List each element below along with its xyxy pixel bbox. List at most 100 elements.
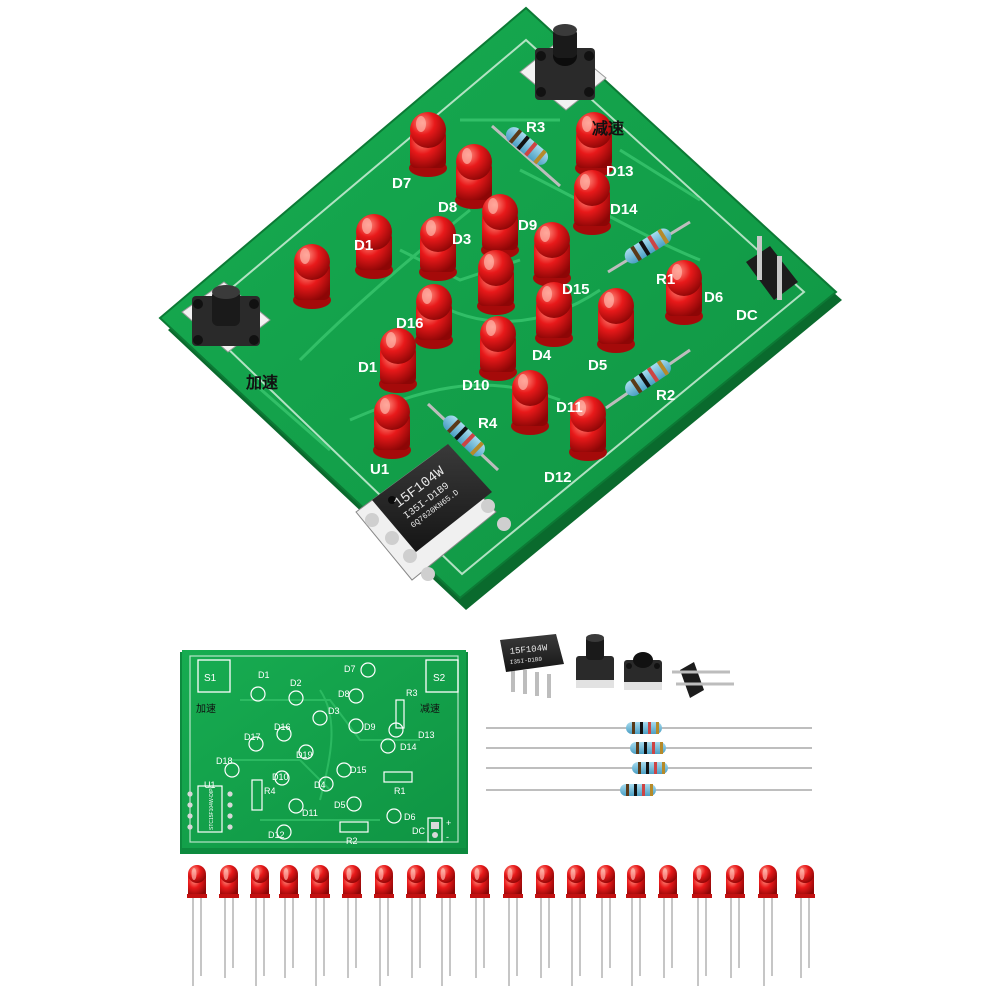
assembled-ic-chip: 15F104W I35I-D1B9 GQ7620KN65.D (355, 444, 511, 581)
speed-down-button (519, 24, 607, 111)
bare-label-d1: D1 (258, 670, 270, 680)
led (355, 214, 393, 279)
loose-led (758, 865, 778, 986)
label-d12: D12 (544, 469, 572, 486)
bare-pcb-surface (182, 650, 466, 848)
label-d1-top: D1 (354, 237, 373, 254)
bare-label-u1: U1 (204, 780, 216, 790)
label-d5: D5 (588, 357, 607, 374)
led (569, 396, 607, 461)
loose-led (250, 865, 270, 986)
speed-up-button (181, 281, 271, 353)
bare-label-d11: D11 (302, 808, 318, 818)
bare-ic-footprint (197, 785, 223, 833)
assembled-board: 15F104W I35I-D1B9 GQ7620KN65.D (158, 6, 842, 610)
loose-chip-marking-2: I35I-D1B9 (509, 656, 542, 666)
bare-label-s1: S1 (204, 673, 217, 684)
loose-led (725, 865, 745, 978)
bare-label-d18: D18 (216, 756, 233, 766)
bare-label-d3: D3 (328, 706, 340, 716)
bare-label-d9: D9 (364, 722, 376, 732)
label-d16: D16 (396, 315, 424, 332)
loose-led (406, 865, 426, 978)
led (573, 170, 611, 235)
s2-footprint (425, 659, 459, 693)
loose-led (310, 865, 330, 986)
loose-push-button (576, 634, 614, 688)
label-r1: R1 (656, 271, 675, 288)
resistor-r4 (426, 402, 500, 472)
bare-label-r2: R2 (346, 836, 358, 846)
label-d13: D13 (606, 163, 634, 180)
loose-chip-marking-1: 15F104W (509, 643, 548, 657)
label-r2: R2 (656, 387, 675, 404)
bare-label-speed-down: 减速 (420, 703, 440, 715)
bare-pcb: S1 S2 加速 减速 D1 D2 D7 D8 D3 D9 D13 D16 D1… (180, 650, 468, 854)
loose-led (279, 865, 299, 978)
bare-label-dc: DC (412, 826, 425, 836)
assembled-silkscreen-labels: D7 D8 D9 D13 D14 D3 D1 D15 D6 D16 D4 D5 … (245, 119, 758, 486)
loose-led (342, 865, 362, 978)
bare-label-speed-up: 加速 (196, 703, 216, 715)
bare-label-d17: D17 (244, 732, 261, 742)
loose-resistor (486, 762, 812, 774)
led (477, 250, 515, 315)
loose-led (658, 865, 678, 978)
dc-pin-header (746, 236, 798, 300)
loose-resistors (486, 722, 812, 796)
bare-label-d4: D4 (314, 780, 326, 790)
bare-label-r3: R3 (406, 688, 418, 698)
loose-led (596, 865, 616, 978)
label-u1: U1 (370, 461, 389, 478)
label-d8: D8 (438, 199, 457, 216)
loose-led (692, 865, 712, 986)
label-r3: R3 (526, 119, 545, 136)
bare-label-d5: D5 (334, 800, 346, 810)
led (409, 112, 447, 177)
label-d10: D10 (462, 377, 490, 394)
label-dc: DC (736, 307, 758, 324)
loose-led (535, 865, 555, 978)
led (419, 216, 457, 281)
loose-led (795, 865, 815, 978)
led (481, 194, 519, 259)
bare-label-minus: - (446, 832, 449, 842)
bare-dc-footprint (427, 817, 443, 843)
loose-resistor (486, 722, 812, 734)
label-d7: D7 (392, 175, 411, 192)
label-d9: D9 (518, 217, 537, 234)
led (455, 144, 493, 209)
resistor-r1 (607, 220, 691, 274)
loose-led (187, 865, 207, 986)
led (535, 282, 573, 347)
led (533, 222, 571, 287)
bare-label-plus: + (446, 818, 451, 828)
label-d1: D1 (358, 359, 377, 376)
label-d3: D3 (452, 231, 471, 248)
bare-footprint-text: STC15F104W-DIP8 (209, 785, 215, 830)
bare-ic-pads (187, 791, 233, 830)
label-speed-up: 加速 (245, 373, 278, 392)
bare-label-d19: D19 (296, 750, 313, 760)
loose-led (503, 865, 523, 986)
bare-label-d13: D13 (418, 730, 435, 740)
led (665, 260, 703, 325)
led (511, 370, 549, 435)
loose-led (470, 865, 490, 978)
loose-push-button (624, 652, 662, 690)
bare-resistor-footprints (251, 699, 413, 833)
label-speed-down: 减速 (592, 119, 624, 138)
loose-resistor (486, 784, 812, 796)
bare-label-r4: R4 (264, 786, 276, 796)
bare-led-footprints (224, 662, 404, 840)
bare-label-d12: D12 (268, 830, 285, 840)
resistor-r3 (491, 124, 561, 188)
bare-label-d15: D15 (350, 765, 367, 775)
label-d6: D6 (704, 289, 723, 306)
bare-label-d10: D10 (272, 772, 289, 782)
bare-label-d6: D6 (404, 812, 416, 822)
loose-led (626, 865, 646, 986)
bare-label-d16: D16 (274, 722, 291, 732)
assembled-leds (293, 112, 703, 461)
